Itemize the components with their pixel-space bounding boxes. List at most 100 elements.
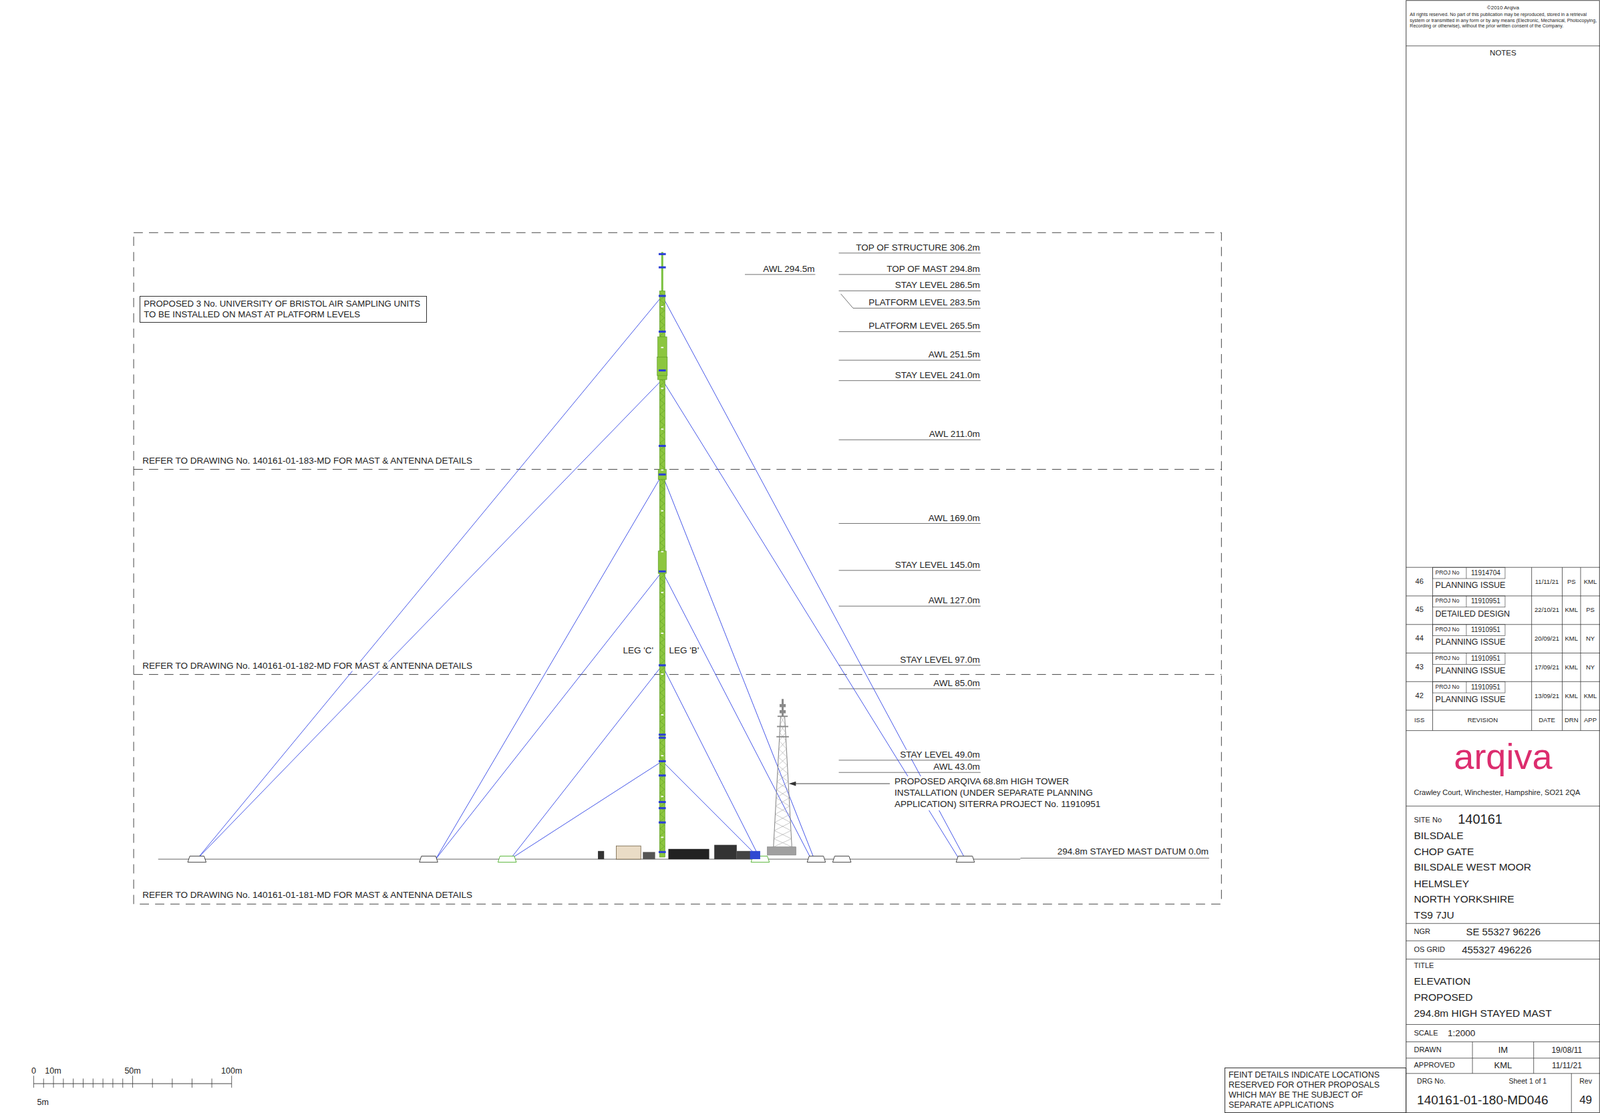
drawing-label: KML xyxy=(1583,578,1598,586)
title-block-rule xyxy=(1472,1041,1474,1073)
tower-brace xyxy=(778,740,787,749)
drawing-label: 50m xyxy=(123,1066,141,1077)
anchor-block xyxy=(807,855,826,862)
anchor-block xyxy=(419,855,438,862)
drawing-label: AWL 43.0m xyxy=(932,762,981,772)
drawing-label: KML xyxy=(1563,635,1579,643)
dashed-divider xyxy=(133,468,1222,470)
level-line xyxy=(839,252,981,254)
scale-tick xyxy=(132,1075,133,1088)
drawing-label: STAY LEVEL 241.0m xyxy=(894,370,981,380)
scale-tick xyxy=(152,1078,153,1088)
drawing-label: 17/09/21 xyxy=(1533,664,1560,671)
scale-tick xyxy=(102,1078,104,1088)
scale-tick xyxy=(231,1075,232,1088)
drawing-label: AWL 211.0m xyxy=(928,429,981,439)
level-line xyxy=(839,290,981,292)
note-box: PROPOSED 3 No. UNIVERSITY OF BRISTOL AIR… xyxy=(139,295,427,323)
tower-platform xyxy=(776,726,789,728)
level-line xyxy=(839,380,981,381)
drawing-label: Sheet 1 of 1 xyxy=(1508,1077,1548,1085)
tower-brace xyxy=(777,756,787,765)
drawing-label: All rights reserved. No part of this pub… xyxy=(1408,12,1599,29)
stay-cable xyxy=(435,571,663,860)
drawing-label: 11910951 xyxy=(1470,597,1502,606)
drawing-label: REVISION xyxy=(1467,716,1499,724)
building xyxy=(616,845,642,860)
drawing-label: 294.8m STAYED MAST DATUM 0.0m xyxy=(1056,847,1210,858)
drawing-label: 455327 496226 xyxy=(1461,944,1532,956)
drawing-label: 49 xyxy=(1578,1093,1593,1106)
drawing-label: PROJ No xyxy=(1434,655,1461,662)
tower-brace xyxy=(776,781,789,790)
drawing-label: PROJ No xyxy=(1434,684,1461,691)
scale-tick xyxy=(62,1078,64,1088)
drawing-label: ELEVATION xyxy=(1412,976,1472,988)
level-line xyxy=(839,605,981,607)
mast-antenna-array xyxy=(657,336,667,380)
mast-marker xyxy=(660,673,664,675)
mast-fitting xyxy=(658,760,667,763)
drawing-label: DETAILED DESIGN xyxy=(1434,609,1512,620)
scale-tick xyxy=(191,1078,193,1088)
title-block-rule xyxy=(1406,1041,1600,1043)
tower-brace xyxy=(780,716,785,725)
note-box: FEINT DETAILS INDICATE LOCATIONS RESERVE… xyxy=(1224,1067,1407,1113)
drawing-label: KML xyxy=(1563,606,1579,614)
mast-fitting xyxy=(658,774,667,777)
tower-antenna xyxy=(779,710,786,714)
drawing-label: TS9 7JU xyxy=(1412,909,1455,922)
tower-brace xyxy=(777,765,788,774)
mast-marker xyxy=(660,591,664,594)
drawing-label: NGR xyxy=(1412,927,1431,936)
drawing-label: 0 xyxy=(30,1066,37,1077)
project-number-divider xyxy=(1465,681,1467,693)
drawing-label: 42 xyxy=(1414,692,1425,701)
title-block-rule xyxy=(1406,710,1600,711)
title-block-rule xyxy=(1406,1057,1600,1059)
mast-fitting xyxy=(658,294,667,297)
mast-marker xyxy=(660,632,664,634)
tower-brace xyxy=(777,765,788,774)
stay-cable xyxy=(662,571,812,860)
tower-brace xyxy=(775,797,789,806)
title-block-rule xyxy=(1406,805,1600,807)
title-block-rule xyxy=(1406,923,1600,924)
level-line xyxy=(839,759,981,761)
drawing-label: PLATFORM LEVEL 265.5m xyxy=(867,321,981,331)
project-number-box xyxy=(1432,595,1506,608)
revision-column-rule xyxy=(1432,567,1433,731)
mast-marker xyxy=(660,346,664,349)
drawing-label: KML xyxy=(1493,1060,1514,1071)
mast-fitting xyxy=(658,807,667,810)
stay-cable xyxy=(197,295,663,860)
drawing-label: NY xyxy=(1585,635,1596,643)
title-block-rule xyxy=(1406,730,1600,731)
project-number-box xyxy=(1432,653,1506,665)
project-number-box xyxy=(1432,624,1506,636)
level-line xyxy=(853,307,981,309)
drawing-label: 43 xyxy=(1414,663,1425,672)
mast-marker xyxy=(660,551,664,553)
drawing-label: APP xyxy=(1583,716,1598,724)
project-number-divider xyxy=(1465,653,1467,665)
mast-antenna-array xyxy=(658,551,667,574)
mast-fitting xyxy=(658,253,667,256)
tower-brace xyxy=(776,797,790,806)
tower-brace xyxy=(774,814,791,823)
drawing-label: 11/11/21 xyxy=(1551,1061,1583,1071)
mast-fitting xyxy=(658,851,667,854)
drawing-label: SITE No xyxy=(1412,816,1443,825)
level-line xyxy=(744,273,816,275)
drawing-label: 11910951 xyxy=(1470,655,1502,663)
tower-platform xyxy=(776,736,789,738)
tower-brace xyxy=(774,822,791,831)
mast-marker xyxy=(660,510,664,512)
drawing-label: CHOP GATE xyxy=(1412,846,1475,858)
building xyxy=(597,851,604,860)
drawing-label: TITLE xyxy=(1412,962,1435,971)
building xyxy=(642,851,655,860)
leader-line xyxy=(793,783,890,785)
drawing-label: ©2010 Arqiva xyxy=(1486,5,1520,12)
